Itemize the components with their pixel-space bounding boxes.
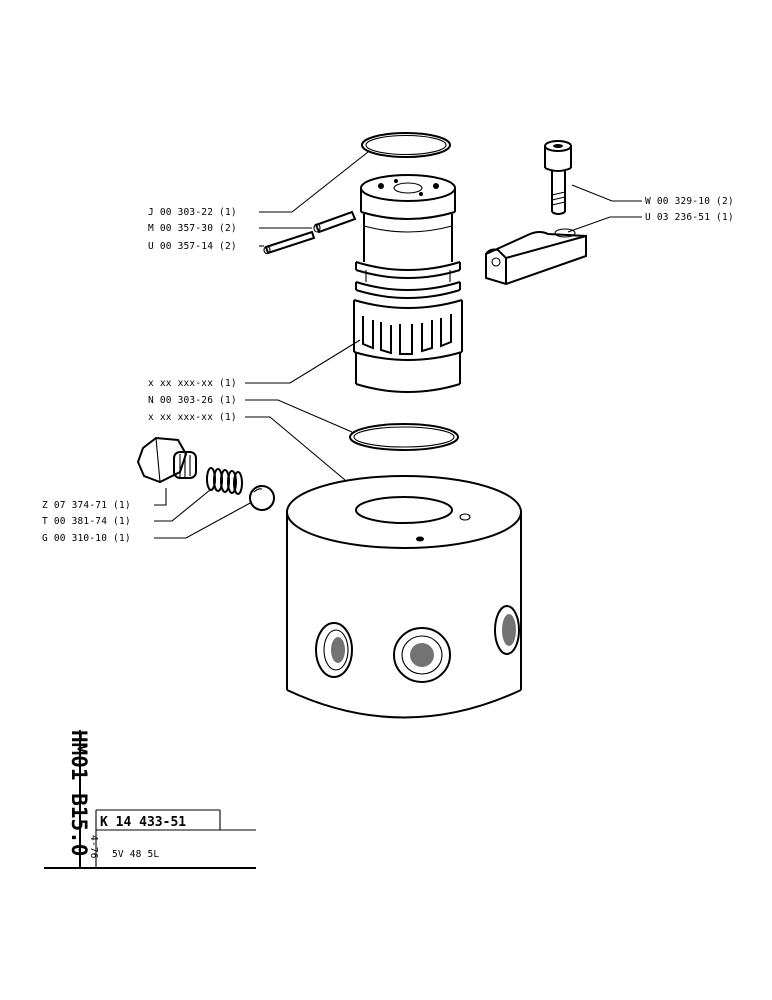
valve-cartridge bbox=[353, 174, 463, 393]
title-block bbox=[44, 730, 256, 869]
label-w-00-329-10: W 00 329-10 (2) bbox=[645, 196, 734, 207]
label-z-07-374-71: Z 07 374-71 (1) bbox=[42, 500, 131, 511]
label-u-03-236-51: U 03 236-51 (1) bbox=[645, 212, 734, 223]
label-n-00-303-26: N 00 303-26 (1) bbox=[148, 395, 237, 406]
o-ring-lower bbox=[349, 423, 459, 451]
drawing-date: 4-76 bbox=[88, 835, 99, 859]
clamp-plate bbox=[485, 228, 587, 286]
cap-screw bbox=[544, 140, 572, 215]
label-m-00-357-30: M 00 357-30 (2) bbox=[148, 223, 237, 234]
part-description: 5V 48 5L bbox=[112, 849, 159, 860]
label-g-00-310-10: G 00 310-10 (1) bbox=[42, 533, 131, 544]
pin-short bbox=[263, 230, 316, 255]
label-cartridge: x xx xxx-xx (1) bbox=[148, 378, 237, 389]
valve-housing bbox=[286, 475, 522, 719]
label-t-00-381-74: T 00 381-74 (1) bbox=[42, 516, 131, 527]
spring bbox=[206, 467, 243, 495]
label-u-00-357-14: U 00 357-14 (2) bbox=[148, 241, 237, 252]
ball bbox=[249, 485, 275, 511]
label-housing: x xx xxx-xx (1) bbox=[148, 412, 237, 423]
pin-long bbox=[313, 210, 357, 234]
leader-lines bbox=[154, 151, 642, 539]
o-ring-top bbox=[361, 132, 451, 158]
plug bbox=[136, 436, 197, 484]
label-j-00-303-22: J 00 303-22 (1) bbox=[148, 207, 237, 218]
sheet-code: HM01 B15.0 bbox=[67, 730, 91, 856]
part-number: K 14 433-51 bbox=[100, 815, 186, 830]
